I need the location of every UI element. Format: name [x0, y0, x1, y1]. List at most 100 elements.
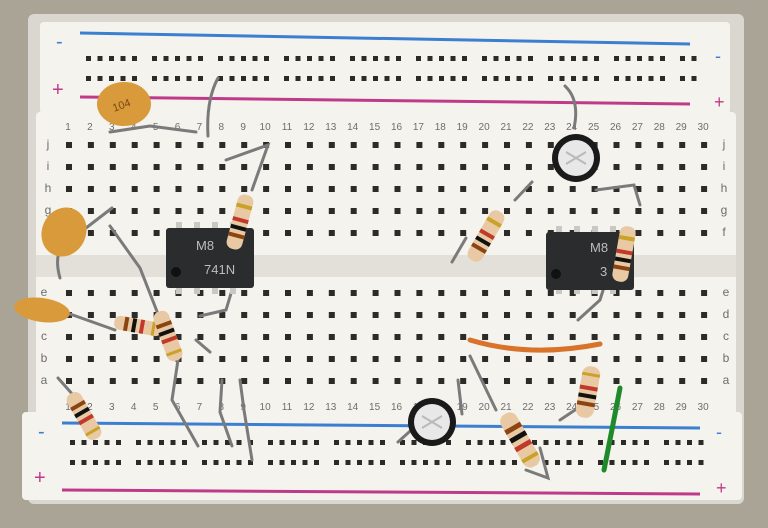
hole	[598, 440, 603, 445]
hole	[197, 378, 204, 384]
hole	[543, 460, 549, 465]
hole	[87, 164, 94, 170]
hole	[400, 460, 405, 465]
hole	[229, 76, 235, 81]
hole	[416, 186, 423, 192]
row-letter: h	[721, 181, 728, 195]
hole	[396, 76, 401, 81]
hole	[482, 208, 489, 214]
jumper-wire	[558, 406, 580, 422]
hole	[416, 230, 423, 236]
hole	[416, 142, 423, 148]
hole	[345, 460, 351, 465]
electrolytic-capacitor	[408, 398, 456, 446]
hole	[93, 440, 98, 445]
electrolytic-capacitor	[552, 134, 600, 182]
column-number: 7	[197, 402, 203, 413]
column-number: 2	[87, 122, 93, 133]
hole	[525, 230, 532, 236]
hole	[569, 290, 576, 296]
hole	[679, 378, 686, 384]
hole	[334, 440, 339, 445]
hole	[446, 460, 451, 465]
hole	[591, 208, 598, 214]
hole	[285, 164, 291, 170]
hole	[104, 460, 110, 465]
hole	[416, 76, 421, 81]
hole	[482, 378, 489, 384]
hole	[489, 440, 494, 445]
hole	[175, 164, 182, 170]
hole	[350, 164, 357, 170]
hole	[635, 208, 642, 214]
ic-right-marking-top: M8	[590, 240, 608, 255]
hole	[701, 290, 708, 296]
hole	[306, 186, 313, 192]
ceramic-capacitor-label: 104	[111, 97, 132, 115]
hole	[197, 186, 204, 192]
hole	[81, 440, 87, 445]
hole	[182, 440, 187, 445]
column-number: 23	[544, 122, 556, 133]
hole	[613, 312, 620, 318]
row-letter: c	[41, 329, 47, 343]
jumper-wire	[224, 142, 271, 192]
hole	[350, 76, 355, 81]
hole	[66, 356, 72, 362]
hole	[416, 334, 423, 340]
hole	[197, 356, 204, 362]
hole	[109, 56, 114, 61]
hole	[578, 440, 583, 445]
hole	[482, 356, 489, 362]
hole	[175, 378, 182, 384]
hole	[594, 76, 599, 81]
hole	[350, 356, 357, 362]
hole	[285, 230, 291, 236]
hole	[306, 230, 313, 236]
hole	[504, 334, 510, 340]
hole	[328, 142, 335, 148]
hole	[263, 208, 270, 214]
hole	[460, 164, 467, 170]
hole	[318, 76, 324, 81]
hole	[411, 440, 417, 445]
hole	[438, 312, 445, 318]
hole	[566, 460, 572, 465]
column-number: 30	[698, 402, 710, 413]
hole	[175, 56, 180, 61]
hole	[132, 76, 137, 81]
hole	[252, 56, 258, 61]
hole	[578, 460, 583, 465]
hole	[291, 440, 296, 445]
hole	[394, 378, 401, 384]
hole	[450, 56, 456, 61]
bottom-rail-plus-label-right: +	[716, 478, 727, 498]
hole	[380, 440, 385, 445]
hole	[241, 290, 248, 296]
hole	[330, 56, 335, 61]
hole	[504, 290, 510, 296]
hole	[687, 460, 692, 465]
hole	[416, 378, 423, 384]
hole	[621, 460, 626, 465]
hole	[532, 440, 537, 445]
hole	[477, 460, 483, 465]
hole	[373, 76, 378, 81]
hole	[460, 186, 467, 192]
hole	[657, 334, 664, 340]
column-number: 29	[676, 122, 688, 133]
ic-right-notch	[551, 269, 561, 279]
hole	[547, 378, 554, 384]
hole	[547, 142, 554, 148]
hole	[637, 76, 642, 81]
hole	[691, 56, 697, 61]
ic-left-marking-top: M8	[196, 238, 214, 253]
hole	[70, 460, 75, 465]
hole	[357, 460, 362, 465]
hole	[175, 208, 182, 214]
hole	[525, 290, 532, 296]
hole	[219, 208, 226, 214]
hole	[438, 356, 445, 362]
hole	[394, 334, 401, 340]
hole	[438, 230, 445, 236]
